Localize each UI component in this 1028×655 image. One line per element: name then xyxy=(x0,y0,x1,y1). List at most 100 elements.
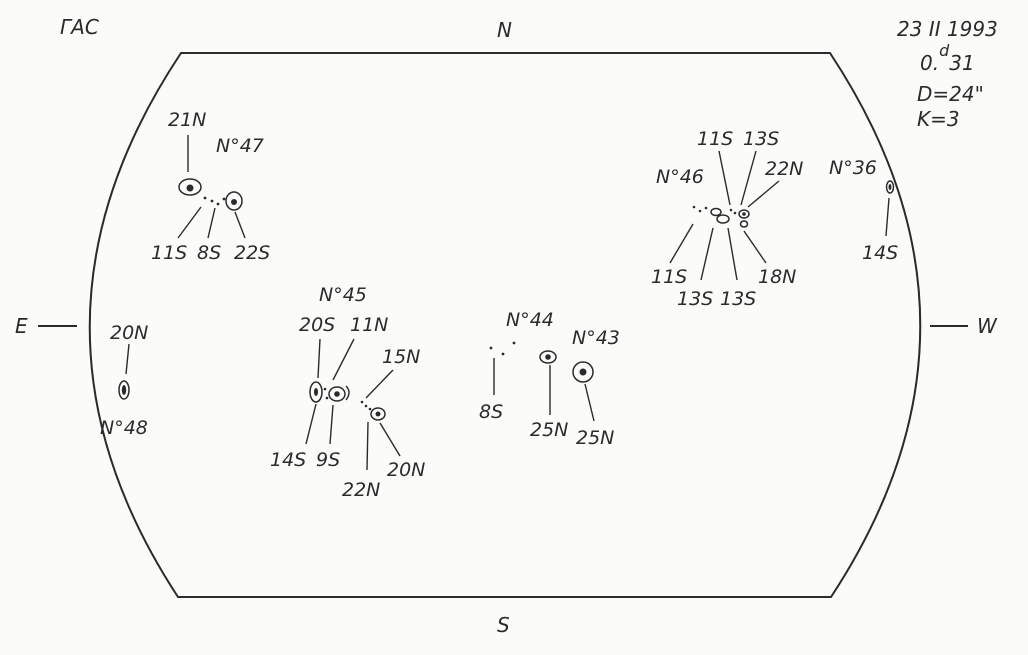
g45-spot-a xyxy=(309,381,323,403)
g45-leader xyxy=(305,403,317,445)
group-44: N°44 8S 25N xyxy=(479,309,568,441)
g44-spot xyxy=(539,350,557,364)
g46-leader xyxy=(700,227,714,281)
g47-leader xyxy=(207,207,216,239)
observatory-label: ГАС xyxy=(60,15,99,39)
g46-lat-13s-bot-b: 13S xyxy=(720,288,756,310)
g46-pore xyxy=(729,208,733,212)
g46-spot-d xyxy=(739,220,749,228)
g46-spot-a xyxy=(710,207,722,217)
g47-umbra-follower xyxy=(231,199,237,205)
seeing-quality: K=3 xyxy=(917,107,960,131)
north-label: N xyxy=(497,18,512,42)
g46-pore xyxy=(692,205,696,209)
observation-date: 23 II 1993 xyxy=(897,17,998,41)
g43-spot xyxy=(572,361,594,383)
observation-time: 0.d31 xyxy=(920,41,975,75)
observation-time-frac: 31 xyxy=(949,51,974,75)
g46-pore xyxy=(698,209,702,213)
g43-leader xyxy=(584,383,595,422)
g45-lat-22n: 22N xyxy=(342,479,380,501)
g45-pore xyxy=(325,396,329,400)
g48-umbra xyxy=(121,385,127,395)
g45-pore xyxy=(323,387,327,391)
g45-lat-15n: 15N xyxy=(382,346,420,368)
g47-leader xyxy=(177,206,202,239)
group-47: 21N N°47 11S 8S 22S xyxy=(151,109,270,264)
g46-leader xyxy=(669,223,694,264)
g45-pore xyxy=(368,407,372,411)
g45-lat-20s: 20S xyxy=(299,314,335,336)
g47-pore xyxy=(216,202,220,206)
g45-umbra-b xyxy=(334,391,340,397)
g45-spot-c xyxy=(370,407,386,421)
g47-umbra-leader xyxy=(186,184,194,192)
g46-lat-22n: 22N xyxy=(765,158,803,180)
west-label: W xyxy=(977,314,998,338)
observation-time-main: 0. xyxy=(920,51,939,75)
g44-pore xyxy=(489,346,493,350)
g45-leader xyxy=(317,338,321,379)
g47-lat-22s: 22S xyxy=(234,242,270,264)
g45-pore xyxy=(364,404,368,408)
g44-lat-8s: 8S xyxy=(479,401,503,423)
g36-leader xyxy=(885,197,890,237)
east-label: E xyxy=(15,314,28,338)
g46-lat-11s-bot: 11S xyxy=(651,266,687,288)
g45-leader xyxy=(332,338,355,381)
solar-disk-outline xyxy=(88,52,922,598)
g46-leader xyxy=(718,150,731,206)
g47-pore xyxy=(222,197,226,201)
g44-pore xyxy=(501,352,505,356)
g45-lat-20n: 20N xyxy=(387,459,425,481)
group-43: N°43 25N xyxy=(572,327,620,449)
g47-pore xyxy=(210,199,214,203)
g48-spot xyxy=(118,380,130,400)
g46-label: N°46 xyxy=(656,166,704,188)
g46-pore xyxy=(733,211,737,215)
g48-lat-20n: 20N xyxy=(110,322,148,344)
g46-lat-13s-bot-a: 13S xyxy=(677,288,713,310)
g44-pore xyxy=(512,341,516,345)
g46-leader xyxy=(747,180,780,208)
g45-leader xyxy=(366,421,369,471)
g44-lat-25n: 25N xyxy=(530,419,568,441)
g47-pore xyxy=(203,196,207,200)
g47-label: N°47 xyxy=(216,135,264,157)
g46-leader xyxy=(743,230,767,264)
g45-lat-14s: 14S xyxy=(270,449,306,471)
g46-umbra-c xyxy=(742,212,746,216)
g47-lat-8s: 8S xyxy=(197,242,221,264)
g45-lat-9s: 9S xyxy=(316,449,340,471)
g45-leader xyxy=(329,404,334,445)
g46-leader xyxy=(740,150,757,206)
g36-umbra xyxy=(888,184,892,190)
g45-umbra-a xyxy=(314,388,318,396)
g45-umbra-c xyxy=(375,411,381,417)
g43-umbra xyxy=(579,368,587,376)
group-48: 20N N°48 xyxy=(100,322,148,439)
g45-spot-b xyxy=(328,386,346,402)
group-46: 11S 13S 22N N°46 11S 18N 13S 13S xyxy=(651,128,803,310)
g46-lat-18n: 18N xyxy=(758,266,796,288)
g44-umbra xyxy=(545,354,551,360)
disk-diameter: D=24" xyxy=(917,82,984,106)
g45-leader xyxy=(365,369,394,399)
group-36: N°36 14S xyxy=(829,157,898,264)
g47-leader xyxy=(234,211,246,239)
g44-label: N°44 xyxy=(506,309,554,331)
g43-label: N°43 xyxy=(572,327,620,349)
g36-lat-14s: 14S xyxy=(862,242,898,264)
g47-spot-leader xyxy=(178,178,202,196)
g45-lat-11n: 11N xyxy=(350,314,388,336)
south-label: S xyxy=(497,613,510,637)
g48-leader xyxy=(125,343,130,375)
g46-spot-b xyxy=(716,214,730,224)
group-45: N°45 20S 11N 15N 14S 9S 20N 22N xyxy=(270,284,425,501)
g46-spot-c xyxy=(738,209,750,219)
g46-pore xyxy=(704,206,708,210)
g46-lat-11s-top: 11S xyxy=(697,128,733,150)
g46-lat-13s-top: 13S xyxy=(743,128,779,150)
